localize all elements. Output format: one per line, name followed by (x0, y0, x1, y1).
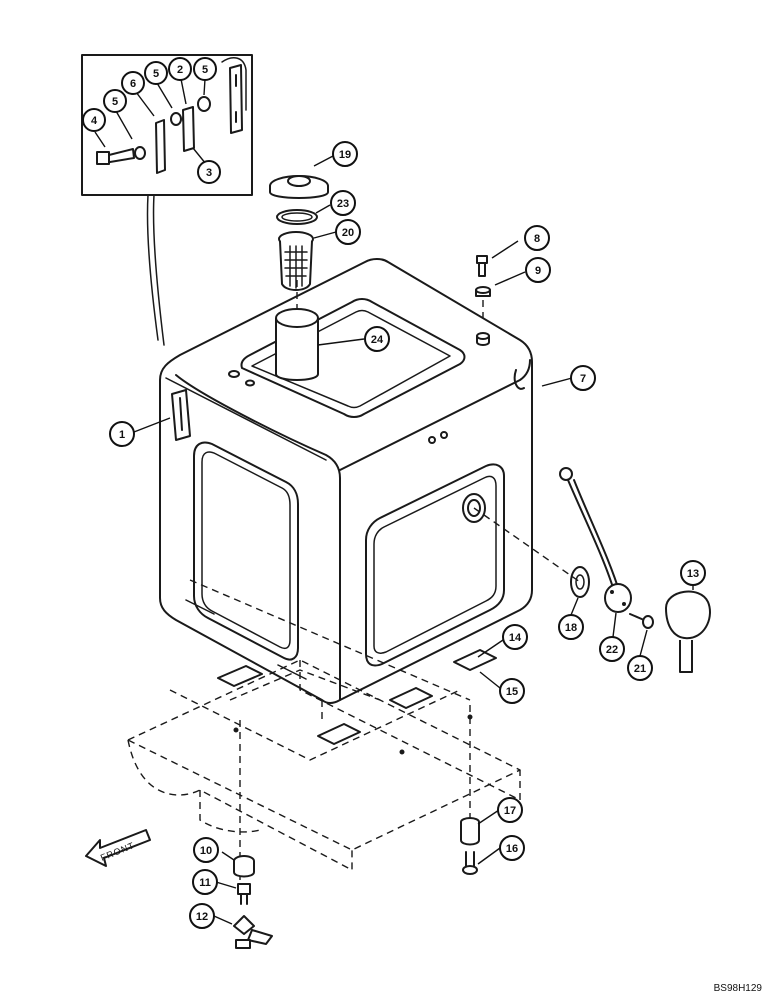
bolt-part-4 (96, 148, 135, 165)
callout-21: 21 (627, 655, 653, 681)
svg-text:18: 18 (565, 622, 577, 634)
callout-17: 17 (497, 797, 523, 823)
callout-2: 2 (168, 57, 192, 81)
callout-15: 15 (499, 678, 525, 704)
callout-20: 20 (335, 219, 361, 245)
mount-spacer-hardware (460, 817, 480, 875)
frame-hidden-lines (127, 579, 521, 880)
svg-text:22: 22 (606, 644, 618, 656)
svg-text:20: 20 (342, 227, 354, 239)
svg-text:21: 21 (634, 663, 646, 675)
bracket-part-6 (155, 119, 166, 174)
svg-text:16: 16 (506, 843, 518, 855)
callout-16: 16 (499, 835, 525, 861)
callout-18: 18 (558, 614, 584, 640)
svg-text:19: 19 (339, 149, 351, 161)
callout-7: 7 (570, 365, 596, 391)
callout-8: 8 (524, 225, 550, 251)
callout-12: 12 (189, 903, 215, 929)
sight-glass-part-3 (182, 106, 195, 152)
callout-5: 5 (193, 57, 217, 81)
callout-5: 5 (103, 89, 127, 113)
svg-text:11: 11 (199, 877, 211, 889)
svg-text:1: 1 (119, 429, 125, 441)
callout-9: 9 (525, 257, 551, 283)
svg-text:24: 24 (371, 334, 384, 346)
svg-text:5: 5 (202, 64, 208, 76)
callout-3: 3 (197, 160, 221, 184)
filler-strainer-stack (269, 175, 329, 291)
callout-19: 19 (332, 141, 358, 167)
svg-text:2: 2 (177, 64, 183, 76)
washer-part-5 (134, 146, 146, 160)
svg-text:5: 5 (153, 68, 159, 80)
svg-text:6: 6 (130, 78, 136, 90)
svg-text:4: 4 (91, 115, 98, 127)
callout-10: 10 (193, 837, 219, 863)
svg-text:5: 5 (112, 96, 118, 108)
svg-text:12: 12 (196, 911, 208, 923)
hydraulic-tank-part-7 (159, 258, 533, 704)
svg-text:17: 17 (504, 805, 516, 817)
svg-text:7: 7 (580, 373, 586, 385)
drain-fittings (233, 855, 273, 949)
svg-text:14: 14 (509, 632, 522, 644)
callout-23: 23 (330, 190, 356, 216)
front-direction-arrow: FRONT (85, 829, 151, 867)
svg-text:13: 13 (687, 568, 699, 580)
drawing-code: BS98H129 (714, 983, 763, 994)
callout-22: 22 (599, 636, 625, 662)
top-bolt-hardware (475, 255, 491, 328)
callout-6: 6 (121, 71, 145, 95)
lever-assembly (473, 467, 711, 673)
callout-14: 14 (502, 624, 528, 650)
callout-5: 5 (144, 61, 168, 85)
svg-text:8: 8 (534, 233, 540, 245)
callout-1: 1 (109, 421, 135, 447)
svg-text:10: 10 (200, 845, 212, 857)
leader-lines (94, 78, 694, 925)
svg-text:3: 3 (206, 167, 212, 179)
detail-inset (81, 54, 253, 346)
svg-text:23: 23 (337, 198, 349, 210)
callout-13: 13 (680, 560, 706, 586)
callout-4: 4 (82, 108, 106, 132)
callout-11: 11 (192, 869, 218, 895)
callout-24: 24 (364, 326, 390, 352)
svg-text:15: 15 (506, 686, 518, 698)
svg-text:9: 9 (535, 265, 541, 277)
